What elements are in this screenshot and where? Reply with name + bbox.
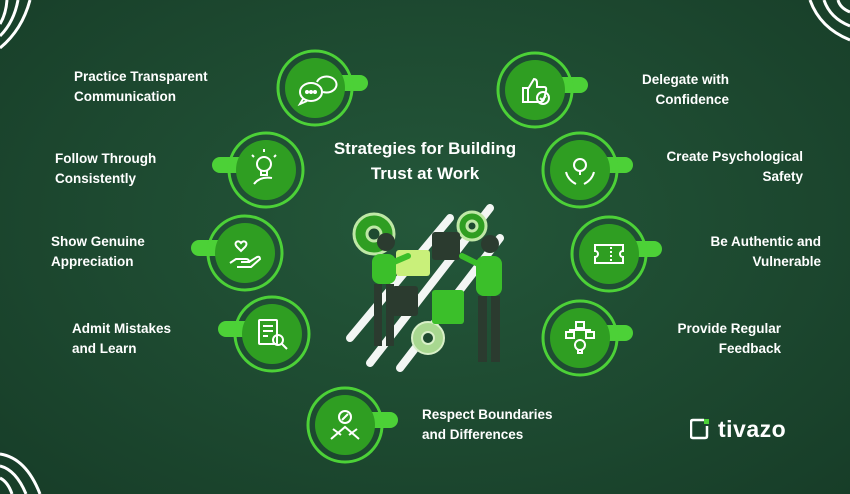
document-magnifier-icon <box>258 319 288 350</box>
hand-hearts-icon <box>229 240 262 268</box>
hands-shield-icon <box>565 158 595 185</box>
teamwork-puzzle-illustration <box>346 204 504 372</box>
corner-swirl-top-left <box>0 0 32 50</box>
person-right <box>459 235 502 362</box>
gear-icon <box>411 321 445 355</box>
node-create-psychological-safety <box>538 128 633 218</box>
node-respect-boundaries-and-differences <box>303 383 398 473</box>
title-line-1: Strategies for Building <box>333 139 517 158</box>
crossed-hands-icon <box>330 410 360 440</box>
node-delegate-with-confidence <box>493 48 588 138</box>
brand-name: tivazo <box>718 415 787 442</box>
flowchart-bulb-icon <box>565 321 595 354</box>
node-provide-regular-feedback <box>538 296 633 386</box>
corner-swirl-bottom-left <box>0 452 42 494</box>
thumbs-up-check-icon <box>522 77 550 105</box>
gear-icon <box>456 210 488 242</box>
ticket-icon <box>594 244 624 264</box>
brand-logo: tivazo <box>690 414 786 444</box>
corner-swirl-top-right <box>808 0 850 42</box>
puzzle-piece <box>396 250 430 276</box>
diagram-title: Strategies for Building Trust at Work <box>300 136 550 186</box>
tivazo-logo-icon <box>690 418 709 440</box>
speech-bubbles-icon <box>297 75 338 107</box>
person-left <box>372 233 411 346</box>
title-line-2: Trust at Work <box>370 164 480 183</box>
lightbulb-hand-icon <box>251 149 277 185</box>
puzzle-piece <box>432 232 460 260</box>
node-show-genuine-appreciation <box>191 211 293 301</box>
node-practice-transparent-communication <box>273 46 368 136</box>
puzzle-piece <box>392 286 418 316</box>
puzzle-piece <box>432 290 464 324</box>
node-admit-mistakes-and-learn <box>218 292 320 382</box>
node-be-authentic-and-vulnerable <box>567 212 662 302</box>
node-follow-through-consistently <box>212 128 314 218</box>
